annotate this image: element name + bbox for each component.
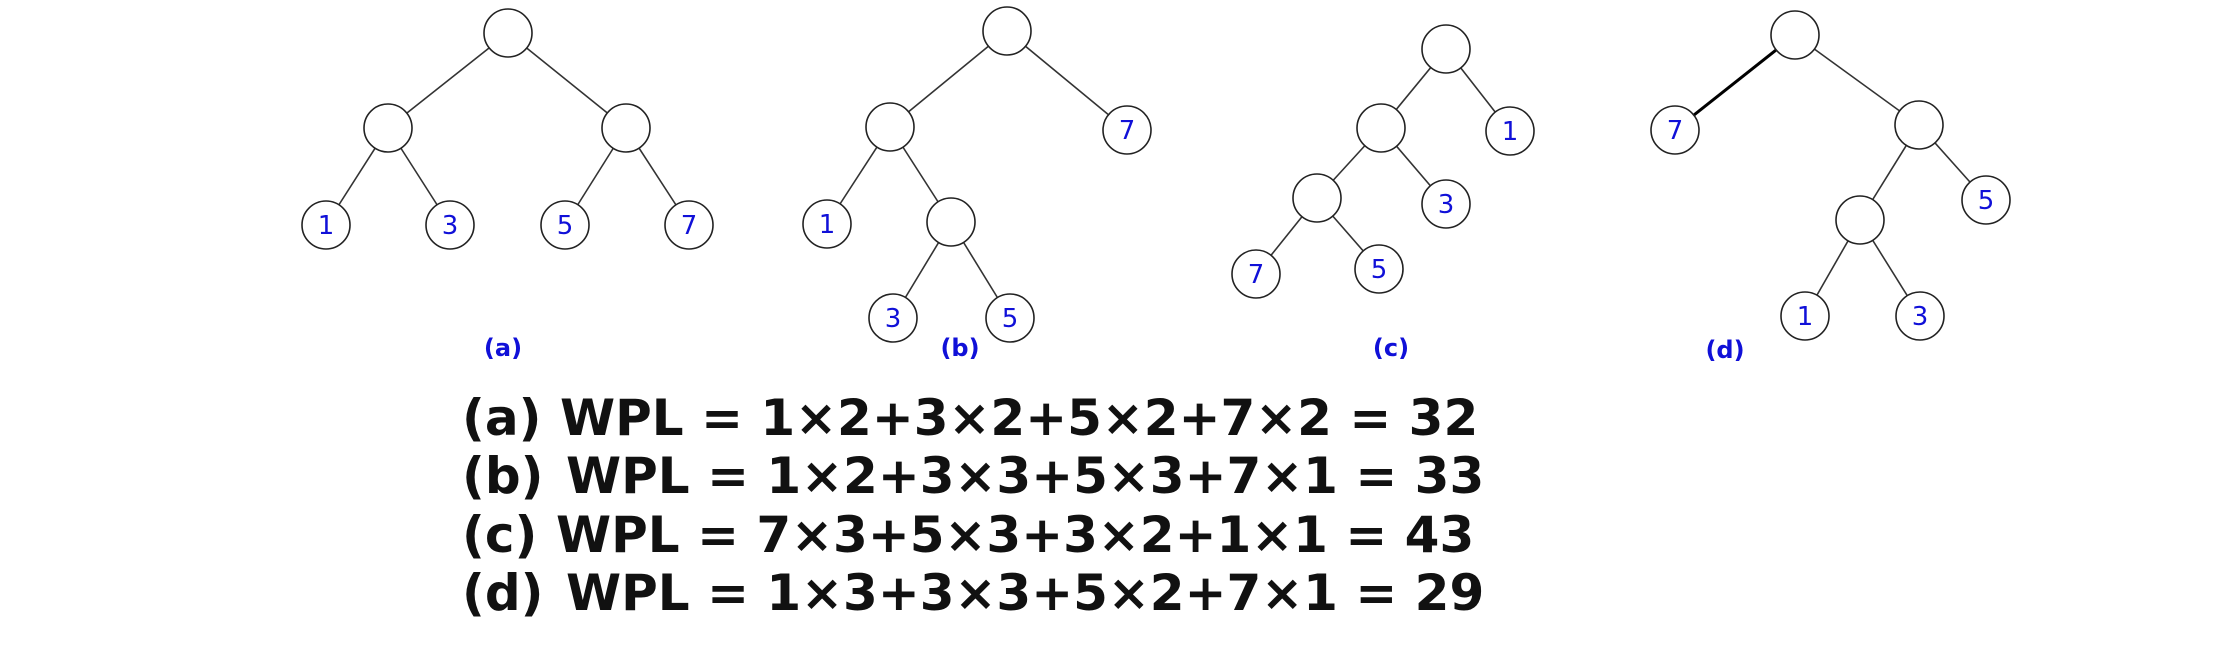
tree-a-leaf-weight: 1 [318, 211, 335, 241]
tree-d-leaf-node [1895, 291, 1945, 341]
tree-c-leaf-node [1231, 249, 1281, 299]
tree-d-leaf-node [1650, 105, 1700, 155]
wpl-formulas: (a) WPL = 1×2+3×2+5×2+7×2 = 32 (b) WPL =… [462, 389, 1484, 622]
tree-d-edge [1674, 33, 1796, 132]
tree-b-leaf-weight: 7 [1119, 116, 1136, 146]
tree-c-leaf-weight: 3 [1438, 190, 1455, 220]
tree-c: 1 3 7 5 (c) [1231, 24, 1535, 362]
tree-d-leaf-node [1780, 291, 1830, 341]
tree-b-edge [889, 30, 1008, 128]
tree-a-leaf-weight: 3 [442, 211, 459, 241]
tree-d-internal-node [1770, 10, 1820, 60]
formula-expression-b: WPL = 1×2+3×3+5×3+7×1 = 33 [566, 447, 1484, 505]
tree-a-leaf-node [301, 200, 351, 250]
formula-label-d: (d) [462, 564, 544, 622]
formula-label-a: (a) [462, 389, 541, 447]
tree-b-internal-node [865, 102, 915, 152]
tree-a-leaf-node [540, 200, 590, 250]
tree-a-leaf-weight: 7 [681, 211, 698, 241]
tree-d-leaf-weight: 7 [1667, 116, 1684, 146]
tree-a: 1 3 5 7 (a) [301, 8, 714, 362]
tree-a-leaf-node [664, 200, 714, 250]
formula-expression-d: WPL = 1×3+3×3+5×2+7×1 = 29 [566, 564, 1484, 622]
tree-d-edge [1794, 34, 1920, 126]
tree-a-internal-node [483, 8, 533, 58]
tree-c-internal-node [1356, 103, 1406, 153]
tree-c-internal-node [1421, 24, 1471, 74]
tree-b-internal-node [982, 6, 1032, 56]
tree-b-leaf-node [985, 293, 1035, 343]
tree-c-leaf-node [1354, 244, 1404, 294]
tree-d-leaf-weight: 3 [1912, 302, 1929, 332]
tree-b-leaf-node [1102, 105, 1152, 155]
tree-b-leaf-node [868, 293, 918, 343]
tree-d-leaf-weight: 5 [1978, 186, 1995, 216]
tree-b-leaf-weight: 1 [819, 210, 836, 240]
tree-d-leaf-weight: 1 [1797, 302, 1814, 332]
tree-d-internal-node [1894, 100, 1944, 150]
formula-label-b: (b) [462, 447, 544, 505]
formula-label-c: (c) [462, 506, 537, 564]
tree-c-caption: (c) [1373, 334, 1409, 362]
tree-d: 7 5 1 3 (d) [1650, 10, 2011, 364]
tree-b: 1 7 3 5 (b) [802, 6, 1152, 362]
tree-a-edge [507, 32, 627, 129]
tree-a-leaf-weight: 5 [557, 211, 574, 241]
tree-b-leaf-node [802, 199, 852, 249]
tree-d-caption: (d) [1705, 336, 1744, 364]
tree-b-internal-node [926, 197, 976, 247]
tree-d-internal-node [1835, 195, 1885, 245]
tree-c-internal-node [1292, 173, 1342, 223]
tree-b-caption: (b) [940, 334, 979, 362]
tree-c-leaf-weight: 1 [1502, 117, 1519, 147]
tree-c-leaf-node [1421, 179, 1471, 229]
formula-expression-c: WPL = 7×3+5×3+3×2+1×1 = 43 [556, 506, 1474, 564]
tree-d-leaf-node [1961, 175, 2011, 225]
tree-b-leaf-weight: 3 [885, 304, 902, 334]
formula-expression-a: WPL = 1×2+3×2+5×2+7×2 = 32 [560, 389, 1478, 447]
tree-a-internal-node [601, 103, 651, 153]
tree-a-internal-node [363, 103, 413, 153]
tree-a-edge [387, 32, 509, 129]
tree-b-leaf-weight: 5 [1002, 304, 1019, 334]
tree-b-edge [1006, 30, 1128, 131]
tree-c-leaf-node [1485, 106, 1535, 156]
tree-c-leaf-weight: 7 [1248, 260, 1265, 290]
tree-c-leaf-weight: 5 [1371, 255, 1388, 285]
tree-a-caption: (a) [484, 334, 522, 362]
tree-a-leaf-node [425, 200, 475, 250]
